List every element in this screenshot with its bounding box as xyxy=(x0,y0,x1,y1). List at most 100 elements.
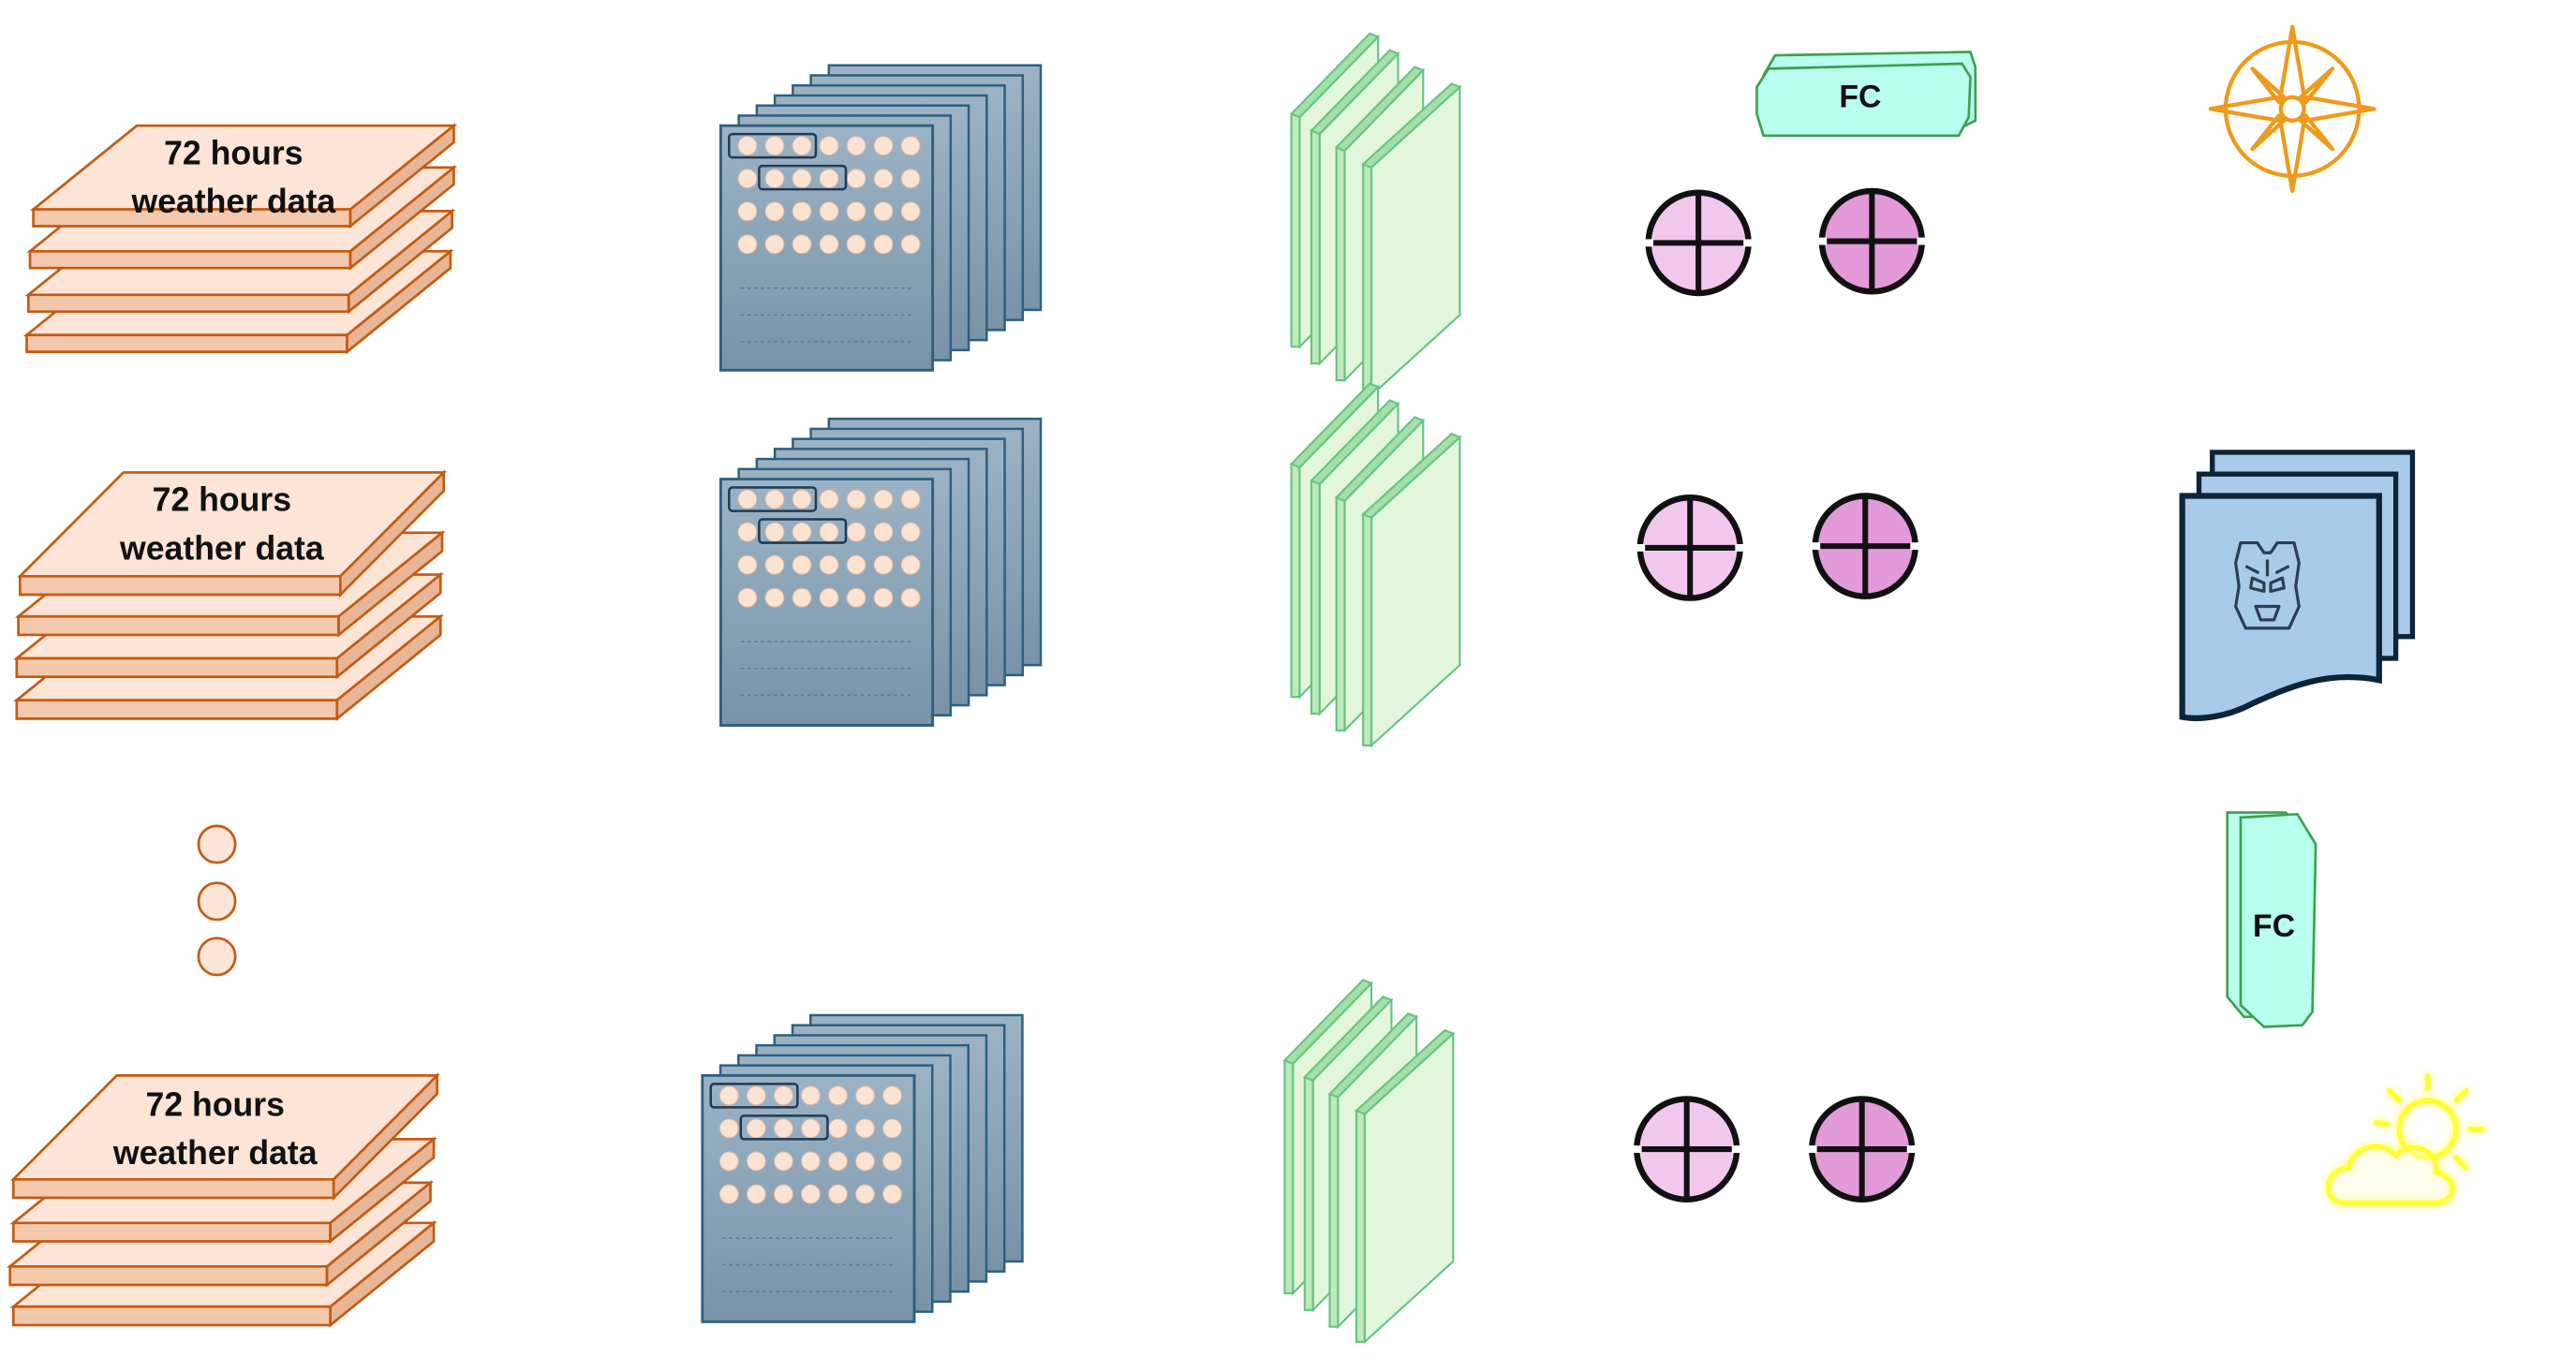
window-box xyxy=(728,132,818,159)
matrix-cell xyxy=(737,554,758,575)
matrix-cell xyxy=(900,489,921,509)
matrix-cell xyxy=(846,489,866,509)
matrix-cell xyxy=(737,522,758,542)
add-circle-icon xyxy=(1812,493,1919,600)
matrix-cell xyxy=(846,136,866,156)
add-circle-icon xyxy=(1636,494,1744,601)
feature-map-edge xyxy=(1283,1059,1295,1295)
matrix-stack-2 xyxy=(719,417,1043,727)
matrix-cell xyxy=(746,1184,766,1204)
fc-top-label: FC xyxy=(1839,79,1881,114)
weather-sun-cloud-icon xyxy=(2326,1072,2485,1206)
matrix-cell xyxy=(819,136,839,156)
ellipsis-dots-icon xyxy=(197,824,237,977)
matrix-cell xyxy=(873,169,894,189)
matrix-cell xyxy=(873,234,894,255)
feature-map-edge xyxy=(1290,463,1301,699)
fc-side-label: FC xyxy=(2253,908,2295,944)
add-circle-gap xyxy=(1917,237,1926,245)
add-circle-gap xyxy=(1735,543,1744,552)
feature-map-edge xyxy=(1335,496,1346,731)
matrix-stack-3 xyxy=(701,1013,1024,1323)
matrix-cell xyxy=(827,1184,848,1204)
feature-map-edge xyxy=(1335,146,1346,382)
transformer-doc-icon xyxy=(2179,450,2416,722)
matrix-cell xyxy=(718,1184,739,1204)
add-circle-icon xyxy=(1818,187,1926,295)
matrix-cell xyxy=(773,1184,793,1204)
matrix-cell xyxy=(792,234,812,255)
matrix-cell xyxy=(819,554,839,575)
feature-map-sheet xyxy=(1369,84,1461,398)
matrix-cell xyxy=(800,1118,821,1139)
matrix-cell xyxy=(900,169,921,189)
matrix-cell xyxy=(827,1118,848,1139)
slab-layer xyxy=(10,1072,440,1202)
matrix-cell xyxy=(764,554,785,575)
add-circle-gap xyxy=(1731,1145,1740,1154)
input-label-line2: weather data xyxy=(112,1134,318,1172)
input-stack-1: 72 hours weather data xyxy=(22,123,458,355)
matrix-cell xyxy=(827,1151,848,1172)
matrix-cell xyxy=(773,1085,793,1106)
window-box xyxy=(758,518,848,544)
matrix-cell xyxy=(846,554,866,575)
feature-map-edge xyxy=(1355,1109,1366,1343)
feature-map-stack-1 xyxy=(1289,32,1462,398)
matrix-cell xyxy=(764,169,785,189)
add-circle-gap xyxy=(1808,1145,1817,1154)
matrix-cell xyxy=(900,234,921,255)
add-circle-icon xyxy=(1645,189,1753,297)
matrix-cell xyxy=(800,1085,821,1106)
matrix-cell xyxy=(792,522,812,542)
input-label-line2: weather data xyxy=(119,529,325,567)
add-circle-gap xyxy=(1743,239,1753,247)
matrix-cell xyxy=(737,489,758,509)
matrix-cell xyxy=(764,201,785,222)
slab-layer xyxy=(29,123,458,229)
matrix-cell xyxy=(800,1184,821,1204)
slab-layer xyxy=(17,469,447,598)
matrix-cell xyxy=(819,587,839,608)
window-box xyxy=(728,486,818,512)
matrix-cell xyxy=(737,136,758,156)
matrix-cell xyxy=(746,1151,766,1172)
matrix-cell xyxy=(900,201,921,222)
matrix-cell xyxy=(792,554,812,575)
feature-map-edge xyxy=(1362,513,1373,747)
matrix-cell xyxy=(873,201,894,222)
matrix-cell xyxy=(773,1118,793,1139)
matrix-cell xyxy=(792,201,812,222)
matrix-cell xyxy=(854,1085,876,1106)
matrix-cell xyxy=(873,587,894,608)
add-circle-gap xyxy=(1818,237,1828,245)
matrix-cell xyxy=(846,201,866,222)
matrix-cell xyxy=(792,136,812,156)
feature-map-stack-3 xyxy=(1282,979,1456,1345)
matrix-cell xyxy=(846,169,866,189)
matrix-cell xyxy=(900,554,921,575)
matrix-cell xyxy=(827,1085,848,1106)
matrix-cell xyxy=(792,587,812,608)
matrix-cell xyxy=(737,587,758,608)
matrix-cell xyxy=(764,489,785,509)
matrix-cell xyxy=(854,1151,876,1172)
matrix-cell xyxy=(800,1151,821,1172)
input-label-line1: 72 hours xyxy=(164,134,303,171)
matrix-cell xyxy=(737,201,758,222)
feature-map-edge xyxy=(1328,1092,1340,1328)
matrix-cell xyxy=(773,1151,793,1172)
input-label-line1: 72 hours xyxy=(146,1085,285,1123)
add-operations xyxy=(1633,187,1926,1202)
matrix-cell xyxy=(873,522,894,542)
matrix-cell xyxy=(737,234,758,255)
matrix-stack-1 xyxy=(719,64,1043,372)
add-circle-icon xyxy=(1808,1096,1916,1202)
matrix-cell xyxy=(819,201,839,222)
matrix-cell xyxy=(873,554,894,575)
matrix-cell xyxy=(746,1118,766,1139)
matrix-cell xyxy=(882,1184,903,1204)
feature-map-edge xyxy=(1303,1076,1314,1311)
matrix-cell xyxy=(746,1085,766,1106)
